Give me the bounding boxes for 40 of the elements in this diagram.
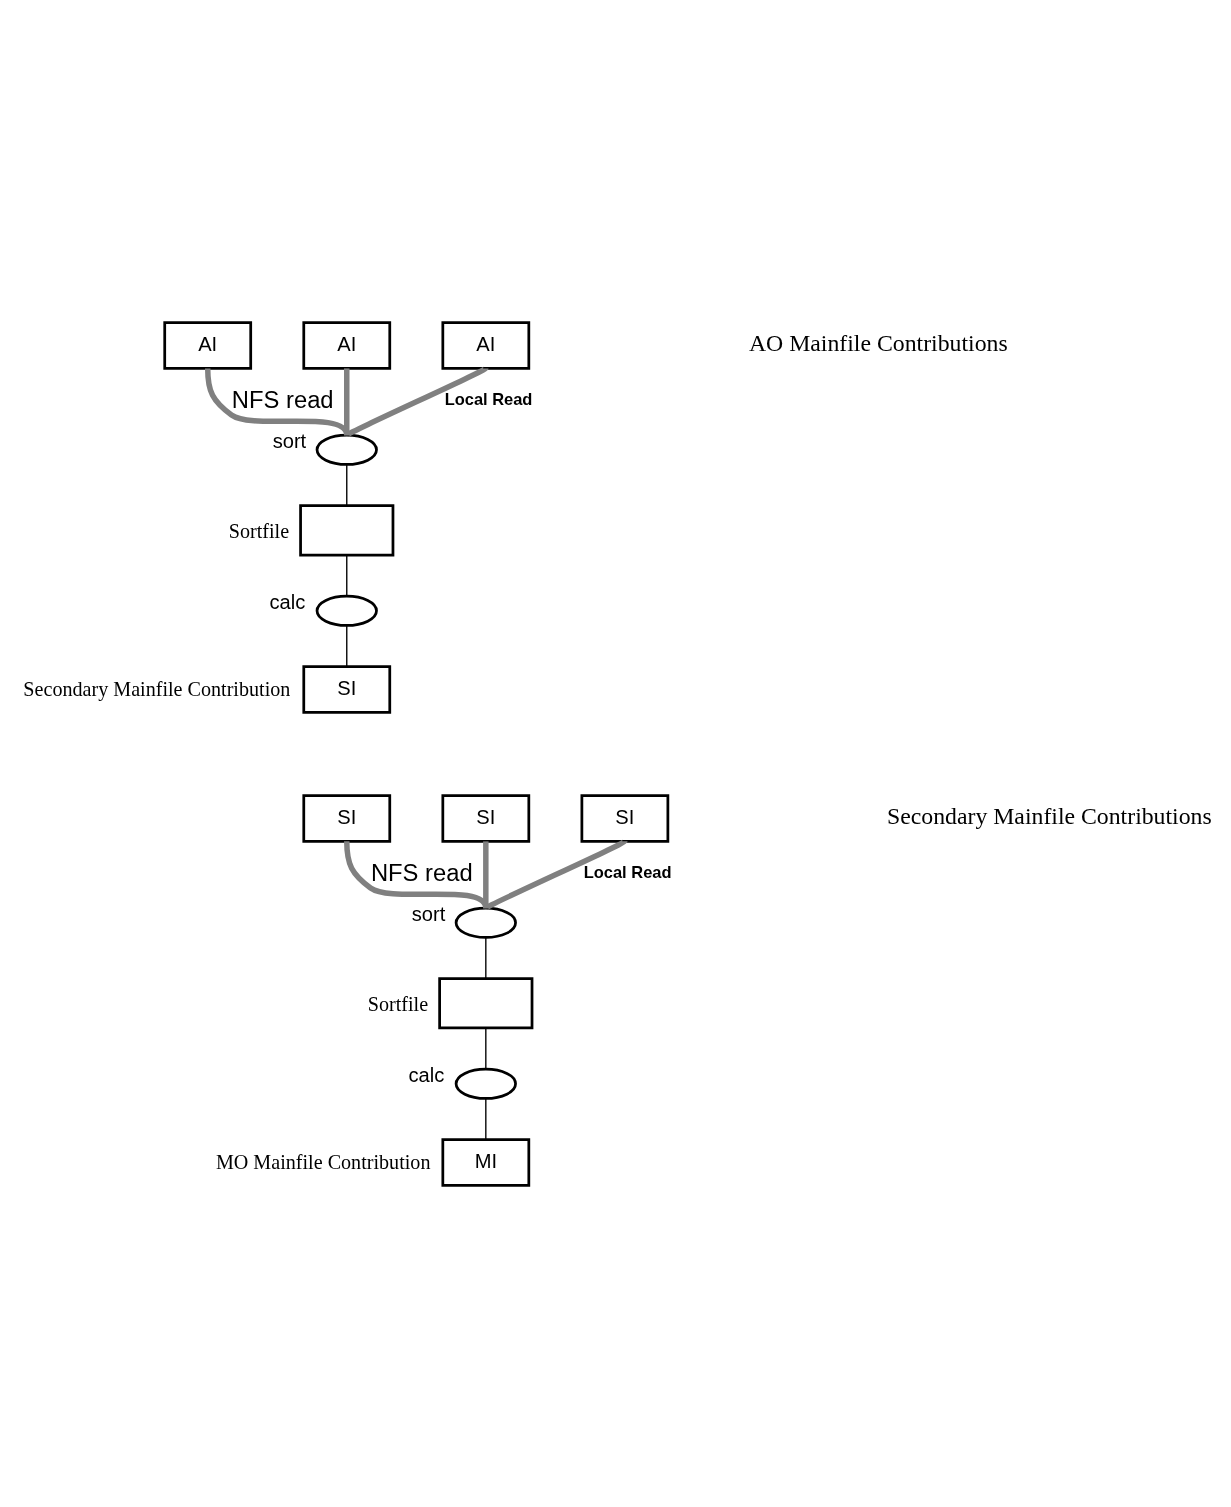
node-label: MO Mainfile Contribution [215,1150,431,1173]
node-label: calc [269,590,306,613]
node-box: MI [441,1137,531,1187]
label: Secondary Mainfile Contributions [886,802,1212,829]
connector [485,1026,487,1070]
connector [346,553,348,597]
connector [346,463,348,506]
connector [204,367,350,436]
connector [485,1097,487,1140]
node-box: SI [302,664,392,714]
node-ellipse [315,594,378,627]
connector [483,840,489,908]
edge-label: Local Read [583,862,672,881]
node-label: sort [411,902,446,925]
edge-label: Local Read [444,389,533,408]
connector [484,838,627,910]
connector [344,840,489,909]
connector [485,936,487,979]
node-label: Secondary Mainfile Contribution [23,677,291,700]
node-box [438,976,534,1029]
node-box: AI [302,320,392,370]
edge-label: NFS read [370,858,473,886]
node-label: Sortfile [228,519,290,542]
node-box: SI [302,793,392,843]
node-ellipse [315,433,378,466]
label: AO Mainfile Contributions [748,329,1008,356]
node-label: sort [272,429,307,452]
node-ellipse [454,1067,517,1100]
node-box: SI [580,793,670,843]
node-box: AI [163,320,253,370]
node-label: Sortfile [367,992,429,1015]
node-ellipse [454,906,517,939]
edge-label: NFS read [231,385,334,413]
connector [346,624,348,667]
node-label: calc [408,1063,445,1086]
node-box: SI [441,793,531,843]
connector [344,367,350,435]
node-box: AI [441,320,531,370]
node-box [299,503,395,556]
connector [345,365,488,437]
